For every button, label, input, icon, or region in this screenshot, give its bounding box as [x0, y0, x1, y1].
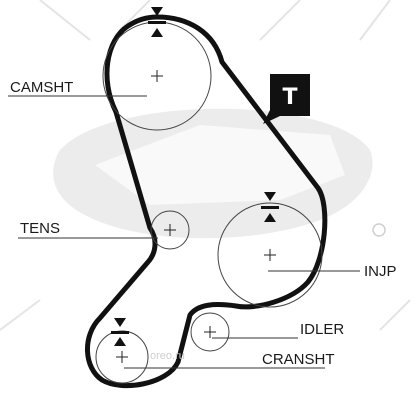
label-injection-pump: INJP [364, 263, 397, 280]
injection-pump-pulley [217, 202, 323, 308]
timing-mark-icon [261, 192, 279, 222]
label-tensioner: TENS [20, 220, 60, 237]
crankshaft-pulley [95, 330, 149, 384]
timing-mark-icon [111, 318, 129, 346]
label-camshaft: CAMSHT [10, 79, 73, 96]
idler-pulley [190, 312, 230, 352]
timing-belt [85, 14, 328, 389]
brand-logo-watermark [53, 108, 386, 239]
svg-text:T: T [282, 85, 297, 110]
watermark-text: oreo.ru [150, 350, 185, 362]
label-idler: IDLER [300, 321, 344, 338]
tensioner-badge-icon: T [263, 74, 310, 124]
tensioner-pulley [150, 210, 190, 250]
label-crankshaft: CRANSHT [262, 351, 335, 368]
leader-lines [8, 95, 360, 369]
timing-mark-icon [148, 7, 166, 37]
watermark-rays [0, 0, 411, 331]
